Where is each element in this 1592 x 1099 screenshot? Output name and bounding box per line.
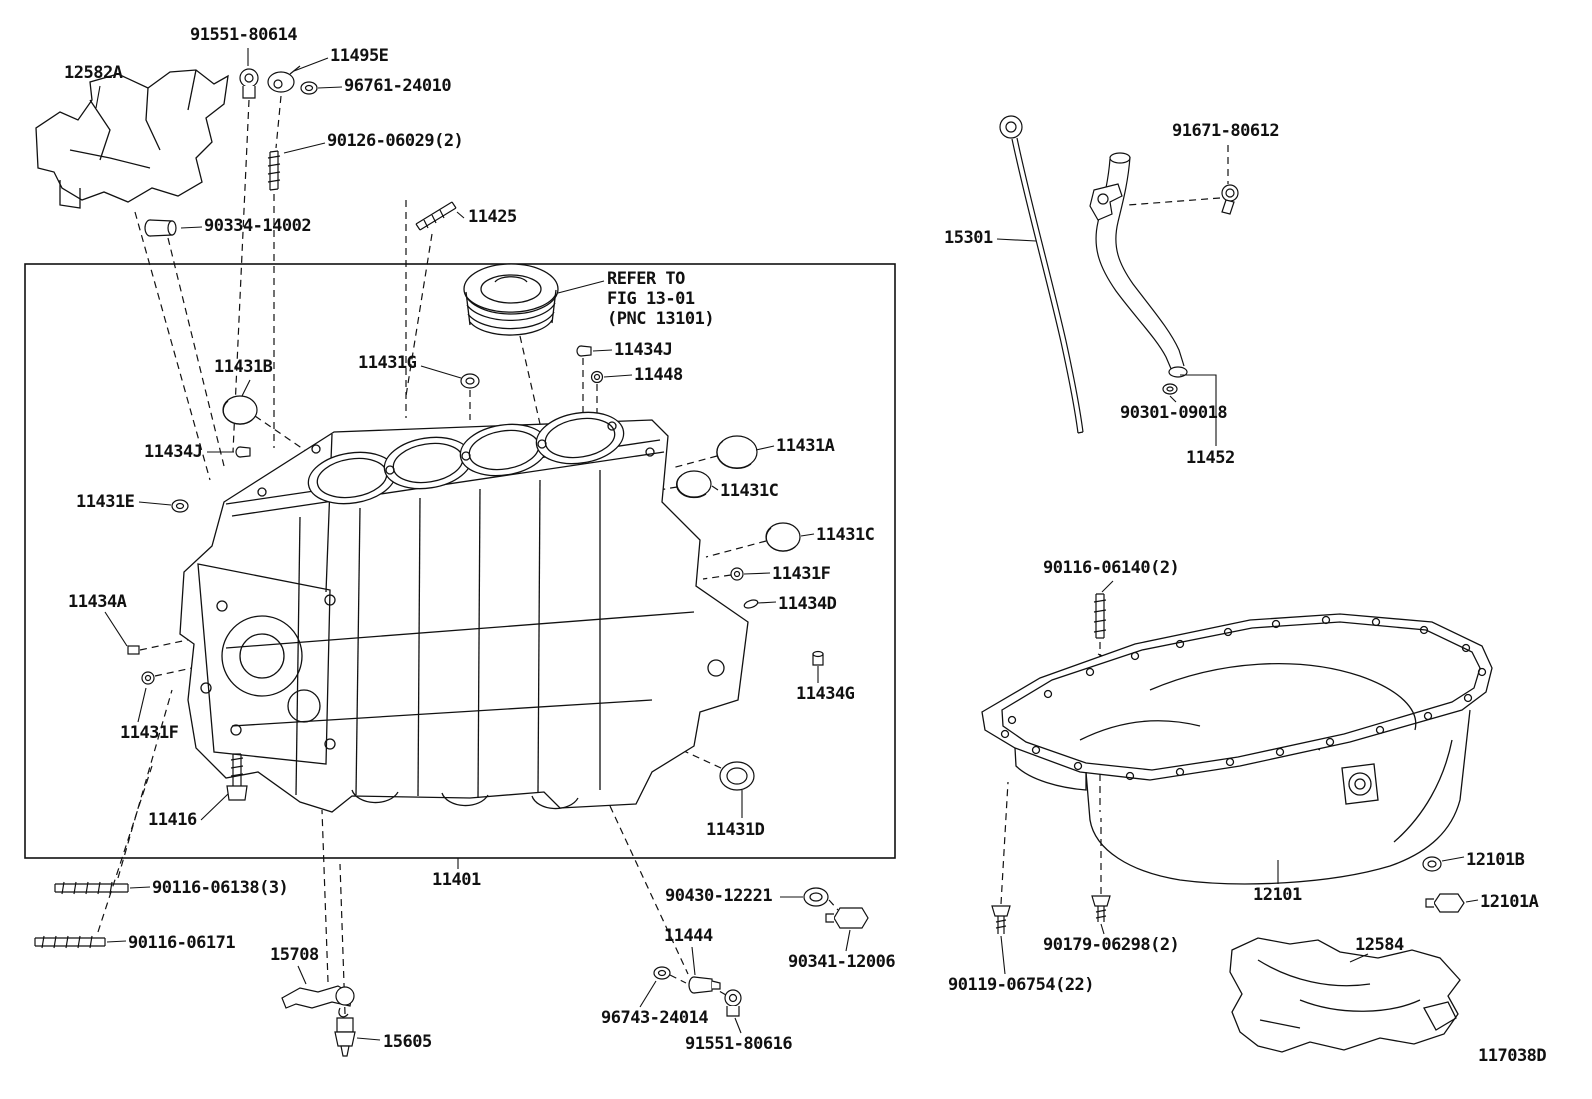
part-90116-06171-stud-drawing <box>34 935 106 949</box>
part-96743-24014-oring-drawing <box>653 966 671 980</box>
part-15605-relief-valve-drawing <box>334 1017 356 1057</box>
part-12101b-washer-drawing <box>1422 856 1442 872</box>
oil-filler-tube-drawing <box>1089 152 1188 378</box>
leader-lines <box>95 48 1479 1041</box>
part-label[interactable]: 96743-24014 <box>601 1008 709 1028</box>
part-91671-80612-bolt-drawing <box>1221 184 1239 215</box>
part-label[interactable]: 90301-09018 <box>1120 403 1228 423</box>
heat-insulator-12582a-drawing <box>35 69 229 209</box>
block-section-border <box>24 263 896 859</box>
part-label[interactable]: 11431B <box>214 357 273 377</box>
part-label[interactable]: 96761-24010 <box>344 76 452 96</box>
part-label[interactable]: 11444 <box>664 926 713 946</box>
part-label[interactable]: 12584 <box>1355 935 1404 955</box>
part-11434g-drawing <box>812 650 824 666</box>
part-91551-80614-sensor-drawing <box>239 68 259 99</box>
part-label[interactable]: 11448 <box>634 365 683 385</box>
part-label[interactable]: 11452 <box>1186 448 1235 468</box>
part-label[interactable]: 11495E <box>330 46 389 66</box>
part-label[interactable]: 91671-80612 <box>1172 121 1280 141</box>
part-11431g-ring-drawing <box>460 373 480 389</box>
part-label[interactable]: 11431G <box>358 353 417 373</box>
part-label[interactable]: 90179-06298(2) <box>1043 935 1180 955</box>
part-label[interactable]: 11434G <box>796 684 855 704</box>
part-11434d-drawing <box>743 599 759 609</box>
part-90179-06298-bolt-drawing <box>1091 895 1111 922</box>
part-11444-plug-drawing <box>688 976 721 994</box>
part-label[interactable]: 11434J <box>614 340 673 360</box>
figure-code: 117038D <box>1478 1046 1547 1066</box>
part-label[interactable]: 11434A <box>68 592 127 612</box>
part-12101a-drain-plug-drawing <box>1425 893 1465 913</box>
part-label[interactable]: 12101 <box>1253 885 1302 905</box>
part-11434a-pin-drawing <box>127 645 140 655</box>
part-90126-06029-stud-drawing <box>267 150 281 191</box>
part-label[interactable]: 91551-80614 <box>190 25 298 45</box>
part-label[interactable]: 90119-06754(22) <box>948 975 1095 995</box>
part-label[interactable]: 11416 <box>148 810 197 830</box>
part-label[interactable]: 11434J <box>144 442 203 462</box>
part-11431f-plug-1-drawing <box>730 567 744 581</box>
piston-drawing <box>463 263 559 336</box>
oil-pan-drawing <box>981 613 1493 885</box>
part-label[interactable]: 11431F <box>772 564 831 584</box>
part-label[interactable]: 11431E <box>76 492 135 512</box>
cylinder-block-drawing <box>179 411 749 813</box>
part-90116-06140-stud-drawing <box>1093 593 1107 639</box>
part-11431e-ring-drawing <box>171 499 189 513</box>
part-label[interactable]: 12101B <box>1466 850 1525 870</box>
part-11431f-plug-2-drawing <box>141 671 155 685</box>
part-11448-drawing <box>590 370 604 384</box>
part-11434j-upper-drawing <box>576 345 592 357</box>
part-11431c-cup-plug-2-drawing <box>765 522 801 552</box>
part-label[interactable]: 90116-06138(3) <box>152 878 289 898</box>
part-11495e-bracket-drawing <box>267 65 301 93</box>
part-label[interactable]: 90116-06171 <box>128 933 236 953</box>
part-11416-bolt-drawing <box>226 753 248 801</box>
oil-level-dipstick-drawing <box>999 115 1084 434</box>
part-label[interactable]: 90430-12221 <box>665 886 773 906</box>
part-label[interactable]: 90126-06029(2) <box>327 131 464 151</box>
part-11431b-cup-plug-drawing <box>222 395 258 425</box>
part-label[interactable]: 15301 <box>944 228 993 248</box>
part-11431a-cup-plug-drawing <box>716 435 758 470</box>
part-label[interactable]: 15605 <box>383 1032 432 1052</box>
part-label[interactable]: 11434D <box>778 594 837 614</box>
part-label[interactable]: 90334-14002 <box>204 216 312 236</box>
part-11425-stud-drawing <box>415 201 457 231</box>
part-90301-09018-oring-drawing <box>1162 383 1178 395</box>
part-label[interactable]: 90341-12006 <box>788 952 896 972</box>
part-90430-12221-gasket-drawing <box>803 887 829 907</box>
part-90341-12006-plug-drawing <box>825 907 869 929</box>
part-96761-24010-gasket-drawing <box>300 81 318 95</box>
part-91551-80616-sensor-drawing <box>724 989 742 1017</box>
part-label[interactable]: 12101A <box>1480 892 1539 912</box>
part-label[interactable]: 12582A <box>64 63 123 83</box>
part-label[interactable]: 15708 <box>270 945 319 965</box>
part-11431c-cup-plug-1-drawing <box>675 470 712 499</box>
part-label[interactable]: 91551-80616 <box>685 1034 793 1054</box>
part-label[interactable]: 11431D <box>706 820 765 840</box>
part-label[interactable]: 90116-06140(2) <box>1043 558 1180 578</box>
part-label[interactable]: 11425 <box>468 207 517 227</box>
part-15708-oil-nozzle-drawing <box>281 985 355 1018</box>
part-90334-14002-plug-drawing <box>144 219 177 237</box>
reference-note-line: REFER TO <box>607 269 685 289</box>
reference-note-line: FIG 13-01 <box>607 289 695 309</box>
part-11431d-seal-drawing <box>719 761 755 791</box>
part-label[interactable]: 11431F <box>120 723 179 743</box>
part-11434j-lower-drawing <box>235 446 251 458</box>
part-label[interactable]: 11431A <box>776 436 835 456</box>
reference-note-line: (PNC 13101) <box>607 309 715 329</box>
oil-pan-insulator-12584-drawing <box>1229 937 1461 1053</box>
part-label[interactable]: 11431C <box>720 481 779 501</box>
part-90116-06138-stud-drawing <box>54 881 129 895</box>
part-90119-06754-bolt-drawing <box>991 905 1011 934</box>
part-label[interactable]: 11401 <box>432 870 481 890</box>
part-label[interactable]: 11431C <box>816 525 875 545</box>
